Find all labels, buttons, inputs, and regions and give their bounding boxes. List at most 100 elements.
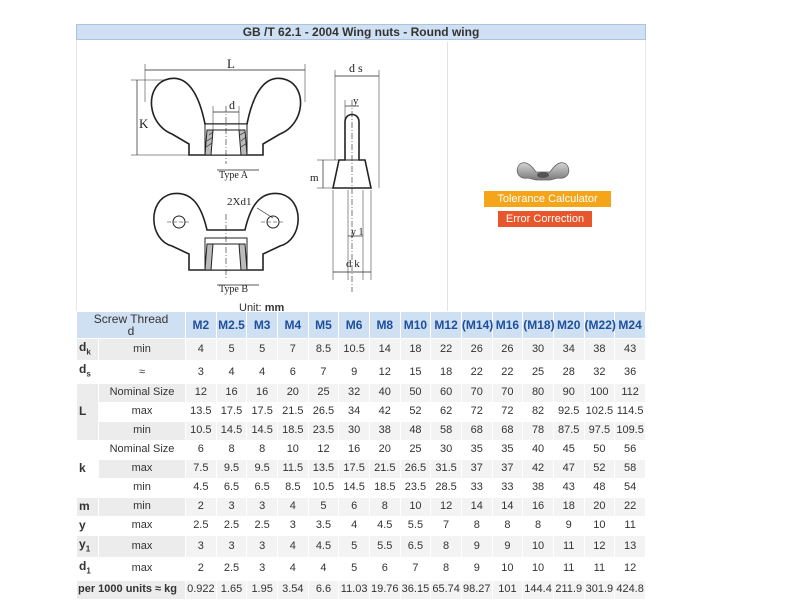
table-cell: 11 (552, 534, 585, 559)
table-cell: 9 (460, 557, 493, 581)
table-cell: 6 (185, 439, 217, 460)
table-cell: 2.5 (215, 557, 248, 581)
table-cell: 18.5 (276, 420, 309, 441)
table-cell: 4 (307, 557, 340, 581)
table-cell: 82 (522, 401, 554, 422)
size-header: M10 (399, 311, 432, 339)
table-cell: 9 (491, 534, 524, 559)
table-cell: 22 (430, 337, 462, 362)
row-symbol-text: k (79, 461, 86, 476)
table-cell: 11 (614, 515, 646, 536)
table-cell: 48 (399, 420, 432, 441)
weight-label: per 1000 units ≈ kg (75, 579, 187, 600)
table-cell: 70 (460, 382, 493, 403)
table-cell: 13 (614, 534, 646, 559)
table-cell: 20 (276, 382, 309, 403)
table-cell: 52 (399, 401, 432, 422)
table-cell: 34 (338, 401, 370, 422)
table-cell: 22 (614, 496, 646, 517)
table-cell: 3 (215, 534, 248, 559)
table-cell: 7.5 (185, 458, 217, 479)
table-cell: 17.5 (246, 401, 278, 422)
table-cell: 25 (307, 382, 340, 403)
table-cell: 14.5 (215, 420, 248, 441)
table-cell: 4 (338, 515, 370, 536)
table-cell: 17.5 (215, 401, 248, 422)
row-sublabel: min (97, 496, 187, 517)
size-header: M16 (491, 311, 524, 339)
table-cell: 13.5 (307, 458, 340, 479)
table-cell: 28 (552, 360, 585, 384)
table-cell: 40 (368, 382, 401, 403)
row-symbol-text: d (79, 362, 87, 377)
table-cell: 12 (368, 360, 401, 384)
table-cell: 52 (583, 458, 616, 479)
row-symbol-subscript: 1 (85, 544, 91, 554)
table-cell: 8 (430, 557, 462, 581)
row-symbol-text: y (79, 536, 86, 551)
row-symbol: dk (76, 337, 99, 362)
label-m: m (310, 172, 319, 184)
table-cell: 16 (338, 439, 370, 460)
table-cell: 9.5 (215, 458, 248, 479)
table-cell: 5 (338, 534, 370, 559)
table-cell: 211.9 (552, 579, 585, 600)
table-cell: 16 (246, 382, 278, 403)
table-cell: 9 (552, 515, 585, 536)
table-cell: 38 (368, 420, 401, 441)
table-cell: 6.5 (399, 534, 432, 559)
label-y: y (353, 95, 359, 107)
table-cell: 47 (552, 458, 585, 479)
table-cell: 13.5 (185, 401, 217, 422)
table-cell: 16 (522, 496, 554, 517)
table-cell: 3 (215, 496, 248, 517)
table-cell: 5 (246, 337, 278, 362)
table-cell: 36.15 (399, 579, 432, 600)
table-cell: 4.5 (368, 515, 401, 536)
spec-panel: GB /T 62.1 - 2004 Wing nuts - Round wing (76, 24, 646, 324)
table-cell: 8 (460, 515, 493, 536)
table-cell: 68 (491, 420, 524, 441)
row-symbol: d1 (76, 557, 99, 581)
table-cell: 50 (583, 439, 616, 460)
table-cell: 97.5 (583, 420, 616, 441)
row-sublabel: Nominal Size (97, 439, 187, 460)
table-cell: 4.5 (307, 534, 340, 559)
table-cell: 45 (552, 439, 585, 460)
table-cell: 109.5 (614, 420, 646, 441)
error-correction-button[interactable]: Error Correction (498, 211, 592, 227)
table-cell: 112 (614, 382, 646, 403)
row-symbol: k (76, 439, 99, 498)
table-cell: 16 (215, 382, 248, 403)
table-cell: 56 (614, 439, 646, 460)
table-cell: 42 (522, 458, 554, 479)
table-cell: 18.5 (368, 477, 401, 498)
row-sublabel: max (97, 401, 187, 422)
table-cell: 6 (368, 557, 401, 581)
row-sublabel: min (97, 420, 187, 441)
table-cell: 98.27 (460, 579, 493, 600)
table-cell: 4 (276, 496, 309, 517)
table-cell: 4 (276, 534, 309, 559)
row-symbol-subscript: s (86, 369, 91, 379)
table-cell: 70 (491, 382, 524, 403)
row-symbol-text: L (79, 404, 87, 419)
table-cell: 43 (552, 477, 585, 498)
row-sublabel: max (97, 534, 187, 559)
table-cell: 10 (399, 496, 432, 517)
row-sublabel: min (97, 337, 187, 362)
table-cell: 80 (522, 382, 554, 403)
side-view (317, 70, 380, 292)
size-header: M2.5 (215, 311, 248, 339)
table-cell: 25 (522, 360, 554, 384)
label-2xd1: 2Xd1 (227, 196, 252, 208)
table-cell: 6 (338, 496, 370, 517)
table-cell: 12 (430, 496, 462, 517)
row-sublabel: min (97, 477, 187, 498)
tolerance-calculator-button[interactable]: Tolerance Calculator (484, 191, 611, 207)
